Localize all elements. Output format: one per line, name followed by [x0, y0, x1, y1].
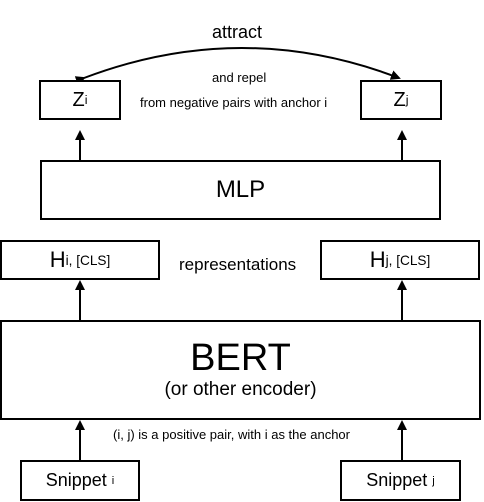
positive-pair-label: (i, j) is a positive pair, with i as the…	[113, 427, 350, 442]
representations-label: representations	[179, 255, 297, 274]
repel-label-line1: and repel	[212, 70, 267, 85]
bert-title: BERT	[190, 337, 291, 379]
z-j-sub: j	[405, 93, 409, 107]
mlp-label: MLP	[215, 176, 266, 203]
mlp-box: MLP	[40, 160, 441, 220]
snippet-j-box: Snippet j	[340, 460, 461, 501]
z-i-main: Z	[72, 88, 85, 111]
repel-label-line2: from negative pairs with anchor i	[140, 95, 328, 110]
snippet-i-main: Snippet	[45, 470, 112, 490]
h-i-sub: i, [CLS]	[65, 252, 111, 268]
h-j-sub: j, [CLS]	[385, 252, 431, 268]
attract-arrow	[74, 47, 401, 86]
snippet-i-box: Snippet i	[20, 460, 140, 501]
bert-box: BERT (or other encoder)	[0, 320, 481, 420]
h-i-main: H	[49, 247, 66, 272]
bert-subtitle: (or other encoder)	[164, 379, 317, 400]
attract-label: attract	[212, 22, 263, 42]
snippet-i-sub: i	[111, 474, 115, 487]
z-i-sub: i	[84, 93, 88, 107]
h-j-main: H	[369, 247, 386, 272]
snippet-j-main: Snippet	[366, 470, 433, 490]
snippet-j-sub: j	[432, 474, 435, 487]
z-j-main: Z	[393, 88, 406, 111]
